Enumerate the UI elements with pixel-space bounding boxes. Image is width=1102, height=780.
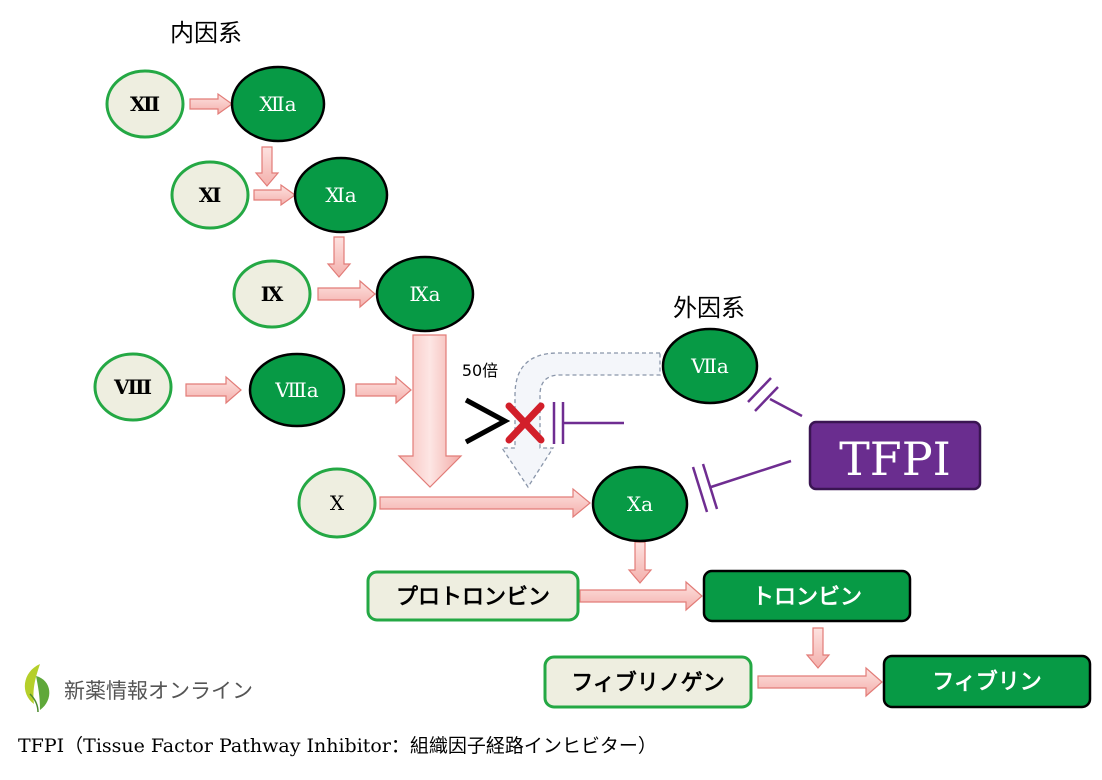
factor-x-node: Ⅹ [297,467,377,539]
factor-ixa-node: Ⅸa [375,255,475,333]
leaf-icon [24,664,50,713]
factor-xi-label: Ⅺ [199,183,222,207]
brand-name: 新薬情報オンライン [64,679,253,703]
intrinsic-pathway-label: 内因系 [170,19,242,47]
inhibit-bar-tfpi-xa [691,459,792,513]
fibrin-label: フィブリン [932,669,1042,695]
arrow-ix-to-ixa [317,279,376,309]
inhibit-bar-near-cross [552,402,624,444]
fibrinogen-label: フィブリノゲン [571,670,725,696]
inhibit-bar-tfpi-viia [747,377,803,418]
arrow-xa-down [627,541,653,584]
brand-logo: 新薬情報オンライン [24,664,253,713]
arrow-viiia-to-complex [355,375,412,405]
arrow-fibrinogen-to-fibrin [757,666,883,698]
big-arrow-ixa-to-x [397,334,463,488]
extrinsic-pathway-label: 外因系 [673,294,745,322]
factor-xii-label: Ⅻ [130,92,160,116]
arrow-x-to-xa [379,487,591,519]
factor-ix-node: Ⅸ [232,259,312,329]
arrow-viii-to-viiia [185,375,242,405]
arrow-xiia-down [254,146,280,187]
factor-xiia-label: Ⅻa [260,92,297,116]
prothrombin-box: プロトロンビン [366,570,580,622]
factor-viia-node: Ⅶa [661,327,759,405]
inhibition-symbols [552,377,803,513]
caption: TFPI（Tissue Factor Pathway Inhibitor：組織因… [18,735,657,757]
fold-label: 50倍 [462,361,498,380]
factor-ixa-label: Ⅸa [409,282,440,306]
factor-viii-node: Ⅷ [93,352,173,422]
greater-than-symbol [464,397,511,445]
arrow-xi-to-xia [253,183,297,207]
factor-viiia-label: Ⅷa [274,378,319,402]
fibrinogen-box: フィブリノゲン [543,655,753,709]
factor-viiia-node: Ⅷa [248,352,346,428]
prothrombin-label: プロトロンビン [396,585,550,610]
factor-viia-label: Ⅶa [690,354,729,378]
factor-xiia-node: Ⅻa [230,65,326,143]
factor-ix-label: Ⅸ [261,282,284,306]
factor-xa-label: Ⅹa [627,492,653,516]
thrombin-box: トロンビン [702,569,912,623]
factor-x-label: Ⅹ [330,491,345,515]
cascade-arrows [185,92,883,698]
factor-xi-node: Ⅺ [170,160,250,230]
factor-xia-label: Ⅺa [325,183,356,207]
red-cross-icon [505,402,545,444]
thrombin-label: トロンビン [752,585,862,610]
tfpi-box: TFPI [808,420,982,491]
arrow-thrombin-down [805,627,831,669]
arrow-xia-down [326,236,352,278]
arrow-prothrombin-to-thrombin [579,580,703,612]
dashed-path-viia-to-x [500,352,661,489]
factor-xa-node: Ⅹa [591,465,689,543]
factor-xia-node: Ⅺa [293,156,389,234]
factor-viii-label: Ⅷ [113,375,152,399]
arrow-xii-to-xiia [189,92,234,116]
factor-xii-node: Ⅻ [105,69,185,139]
tfpi-label: TFPI [839,432,951,486]
fibrin-box: フィブリン [882,654,1092,709]
